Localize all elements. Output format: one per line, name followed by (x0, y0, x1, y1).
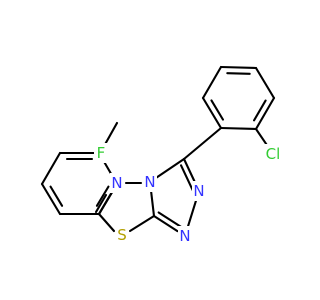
bond-a5-a6 (201, 96, 223, 130)
bond-c8a-n4 (150, 189, 156, 218)
bond-b5-b6-inner (95, 185, 110, 207)
atom-label-n5: N (111, 174, 122, 192)
bond-c3-n1 (182, 157, 197, 185)
bond-s-c8a (128, 214, 156, 233)
atom-label-cl: Cl (266, 145, 281, 163)
atom-label-f: F (97, 144, 106, 162)
bond-c6-s (97, 212, 116, 233)
bond-aryl-c3 (182, 126, 223, 161)
bond-layer (40, 65, 276, 233)
atom-label-n1: N (193, 182, 204, 200)
bond-a1-a2-inner (226, 72, 251, 75)
bond-n1-n2 (186, 198, 198, 229)
bond-n2-c8a (152, 214, 179, 233)
atom-cl: Cl (262, 144, 284, 164)
bond-n4-c3 (155, 157, 186, 179)
atom-n1: N (192, 181, 206, 201)
bond-a1-a2 (219, 65, 258, 70)
bond-a3-a4 (254, 96, 276, 131)
atom-label-n4: N (144, 173, 155, 191)
atom-label-layer: Cl F N N N N S (94, 143, 284, 246)
atom-f: F (94, 143, 108, 163)
bond-n5-c6 (97, 190, 114, 216)
bond-n5-c6-inner (94, 193, 108, 214)
atom-n2: N (178, 226, 192, 246)
bond-a5-a6-inner (210, 99, 225, 121)
bond-a3-a4-inner (253, 99, 267, 122)
bond-b2-b3 (40, 151, 62, 186)
bond-a6-a1 (201, 65, 223, 100)
atom-label-n2: N (179, 227, 190, 245)
bond-b3-b4-inner (49, 185, 64, 207)
bond-a4-a5 (219, 126, 258, 131)
atom-label-s: S (117, 226, 127, 244)
atom-s: S (115, 225, 129, 245)
bond-a2-a3 (254, 66, 276, 100)
atom-n5: N (110, 173, 124, 193)
bond-n2-c8a-inner (157, 211, 184, 229)
atom-n4-bridgehead: N (143, 172, 157, 192)
molecule-structure-diagram: Cl F N N N N S (40, 65, 284, 246)
bond-b3-b4 (40, 182, 62, 216)
bond-c-cl (254, 127, 268, 146)
